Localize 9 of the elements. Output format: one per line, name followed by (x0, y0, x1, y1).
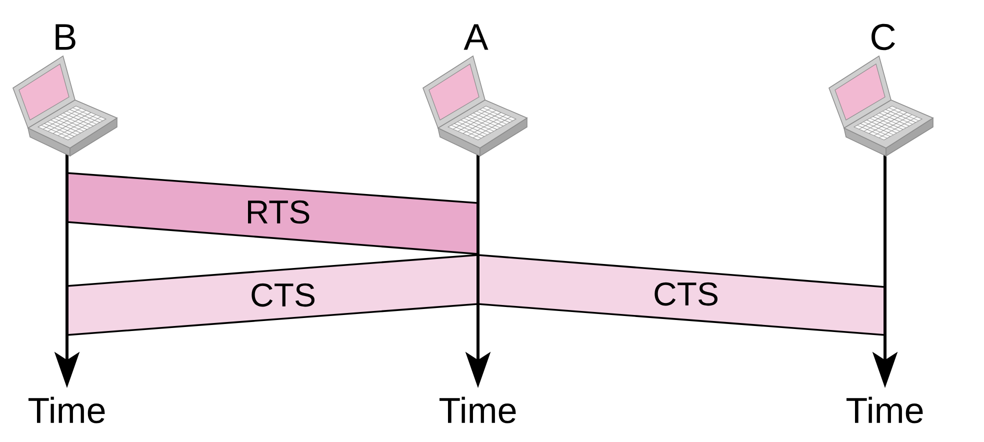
station-label: B (56, 24, 76, 50)
axis-label: Time (28, 396, 105, 424)
axis-label: Time (846, 396, 923, 424)
station-label: A (464, 24, 488, 50)
message-band: CTS (477, 254, 886, 336)
axis-label: Time (440, 396, 516, 424)
message-band: RTS (66, 172, 479, 255)
station-label: C (872, 24, 895, 50)
message-band: CTS (66, 254, 479, 336)
